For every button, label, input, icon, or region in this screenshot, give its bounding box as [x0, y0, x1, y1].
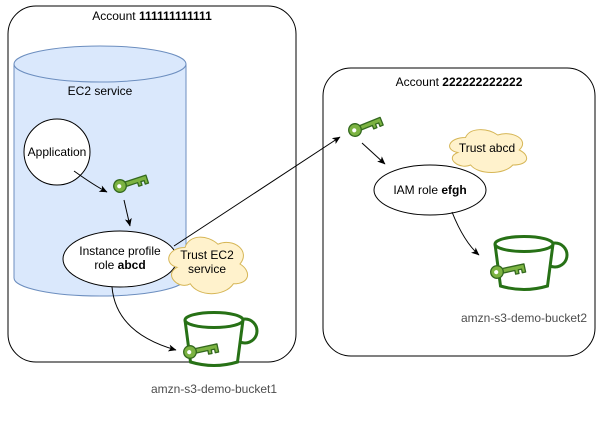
application-circle	[23, 118, 91, 186]
instance-profile-label-line1: Instance profile	[79, 244, 161, 258]
account1-title: Account 111111111111	[92, 9, 212, 23]
arrow-key-to-instance-profile	[123, 199, 132, 227]
trust-ec2-cloud	[168, 236, 248, 295]
account2-group: Account 222222222222 Trust abcd IAM role…	[322, 67, 596, 357]
edges-group	[73, 136, 480, 352]
arrow-application-to-key	[73, 170, 108, 193]
arrow-iam-role-to-bucket2	[451, 211, 480, 256]
iam-role-label: IAM role efgh	[393, 183, 466, 197]
iam-role-ellipse	[373, 164, 487, 216]
ec2-cylinder-top	[13, 45, 187, 83]
trust-abcd-cloud	[449, 129, 528, 173]
instance-profile-label-line2: role abcd	[94, 258, 145, 272]
ec2-service-label: EC2 service	[68, 84, 133, 98]
account1-title-number: 111111111111	[139, 9, 212, 23]
trust-ec2-label-line1: Trust EC2	[180, 248, 234, 262]
application-label: Application	[28, 145, 87, 159]
account2-title: Account 222222222222	[396, 75, 523, 89]
account1-title-prefix: Account	[92, 9, 139, 23]
arrow-instance-profile-to-bucket1	[111, 286, 177, 352]
account2-title-number: 222222222222	[442, 75, 522, 89]
iam-role-name: efgh	[441, 183, 466, 197]
arrow-instance-profile-to-account2-key	[173, 136, 341, 247]
bucket1-label: amzn-s3-demo-bucket1	[151, 382, 277, 396]
account2-title-prefix: Account	[396, 75, 443, 89]
trust-ec2-label-line2: service	[188, 262, 226, 276]
instance-profile-role-name: abcd	[118, 258, 146, 272]
account1-group: Account 111111111111 EC2 service Applica…	[7, 5, 297, 396]
trust-abcd-label: Trust abcd	[459, 141, 515, 155]
instance-profile-role-word: role	[94, 258, 117, 272]
iam-role-word: IAM role	[393, 183, 441, 197]
bucket2-label: amzn-s3-demo-bucket2	[461, 311, 587, 325]
arrow-key-to-iam-role	[361, 142, 386, 165]
